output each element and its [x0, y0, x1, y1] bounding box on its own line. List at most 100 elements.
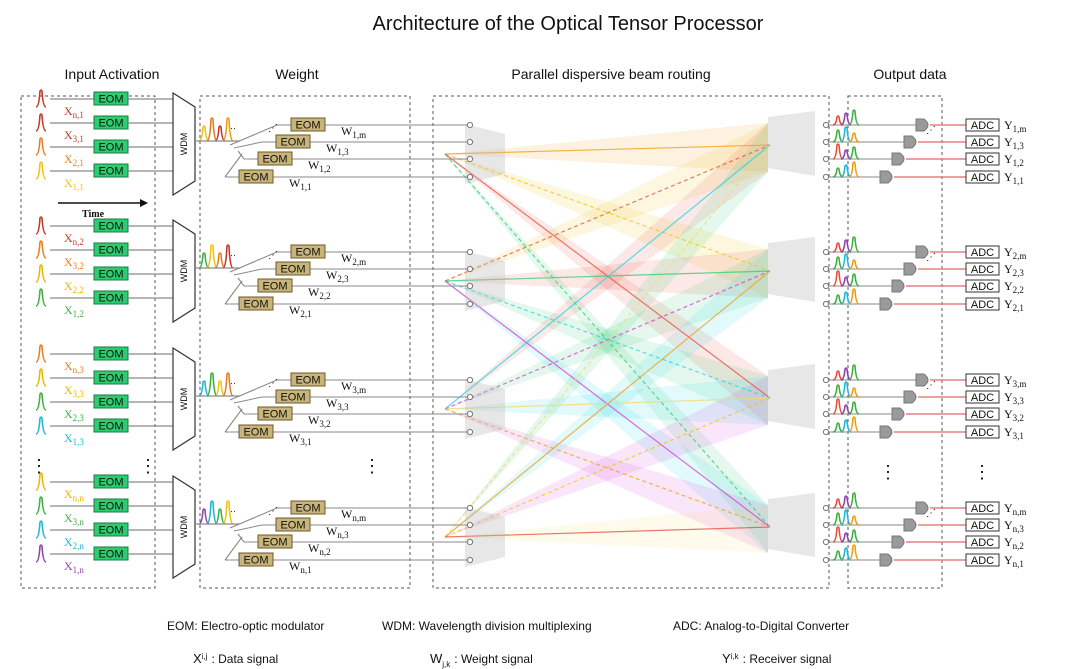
receiver-port — [822, 376, 830, 384]
routing-beam — [445, 376, 768, 537]
adc-label: ADC — [971, 264, 994, 276]
weight-eom-label: EOM — [243, 427, 268, 439]
input-label-subscript: 2,n — [73, 541, 85, 551]
output-pulse-icon — [848, 161, 860, 178]
output-pulse-icon — [832, 526, 844, 543]
weight-label-symbol: W — [341, 251, 353, 265]
coupler-port — [466, 376, 474, 384]
routing-line — [444, 280, 771, 399]
output-pulse-icon — [832, 242, 844, 253]
receiver-port — [822, 538, 830, 546]
weight-eom-box — [257, 151, 293, 166]
multiplexed-pulse-icon — [222, 372, 234, 397]
adc-label: ADC — [971, 537, 994, 549]
legend-wdm: WDM: Wavelength division multiplexing — [382, 619, 592, 633]
output-pulse-icon — [840, 239, 852, 253]
input-label-symbol: X — [64, 535, 73, 549]
output-label: Y2,1 — [1004, 297, 1024, 313]
output-label: Y2,3 — [1004, 262, 1024, 278]
weight-label-subscript: 2,1 — [300, 309, 311, 319]
input-pulse-icon — [35, 416, 47, 435]
multiplexed-pulse-icon — [198, 252, 210, 269]
photodetector-icon — [903, 390, 917, 404]
legend-y-text: : Receiver signal — [743, 652, 832, 666]
output-pulse-icon — [832, 143, 844, 160]
routing-line — [444, 153, 771, 272]
output-pulse-icon — [840, 367, 852, 381]
photodetector-icon — [891, 407, 905, 421]
output-pulse-icon — [848, 401, 860, 415]
coupler-port — [466, 556, 474, 564]
output-label-subscript: 2,2 — [1013, 285, 1024, 295]
output-label-symbol: Y — [1004, 297, 1013, 311]
input-pulse-icon — [35, 344, 47, 363]
input-label: X1,n — [64, 559, 84, 575]
input-pulse-icon — [35, 544, 47, 563]
input-label-symbol: X — [64, 152, 73, 166]
weight-label: W2,m — [341, 251, 366, 267]
wdm-multiplexer — [172, 474, 196, 580]
weight-eom-box — [275, 134, 311, 149]
input-label: X2,n — [64, 535, 84, 551]
adc-label: ADC — [971, 281, 994, 293]
input-ellipsis: ⋮ — [30, 456, 48, 476]
photodetector-icon — [915, 245, 929, 259]
weight-label-subscript: n,m — [352, 513, 366, 523]
receiver-port — [822, 556, 830, 564]
eom-label: EOM — [98, 501, 123, 513]
eom-label: EOM — [98, 269, 123, 281]
weight-eom-label: EOM — [262, 409, 287, 421]
weight-branch-wire — [224, 536, 243, 561]
weight-eom-label: EOM — [262, 281, 287, 293]
beam-expander — [465, 379, 505, 439]
input-pulse-icon — [35, 368, 47, 387]
receiver-port — [822, 300, 830, 308]
eom-label: EOM — [98, 221, 123, 233]
legend-w-symbol: W — [430, 651, 443, 666]
weight-branch-wire — [233, 141, 263, 149]
input-label-subscript: n,2 — [73, 237, 84, 247]
eom-label: EOM — [98, 373, 123, 385]
routing-line — [444, 270, 771, 538]
adc-box — [965, 518, 1000, 532]
input-ellipsis-right: ⋮ — [139, 456, 157, 476]
header-routing: Parallel dispersive beam routing — [511, 66, 710, 82]
pulse-ellipsis: ·· — [230, 123, 236, 133]
weight-label-subscript: 2,m — [352, 257, 366, 267]
photodetector-icon — [915, 501, 929, 515]
output-pulse-icon — [840, 509, 852, 526]
multiplexed-pulse-icon — [206, 117, 218, 142]
adc-label: ADC — [971, 120, 994, 132]
adc-label: ADC — [971, 503, 994, 515]
input-label-subscript: 1,1 — [73, 182, 84, 192]
output-pulse-icon — [848, 544, 860, 561]
coupler-port — [466, 410, 474, 418]
weight-eom-box — [275, 261, 311, 276]
output-label-subscript: n,3 — [1013, 524, 1025, 534]
coupler-port — [466, 428, 474, 436]
weight-label-subscript: 2,3 — [337, 274, 349, 284]
wdm-label: WDM — [179, 388, 189, 411]
legend-eom: EOM: Electro-optic modulator — [167, 619, 324, 633]
output-label: Yn,1 — [1004, 553, 1024, 569]
input-label-subscript: 2,3 — [73, 413, 85, 423]
output-label-symbol: Y — [1004, 535, 1013, 549]
weight-eom-box — [238, 552, 274, 567]
weight-label-symbol: W — [341, 124, 353, 138]
input-pulse-icon — [35, 392, 47, 411]
weight-eom-label: EOM — [280, 392, 305, 404]
weight-eom-label: EOM — [243, 172, 268, 184]
receiver-port — [822, 155, 830, 163]
adc-label: ADC — [971, 427, 994, 439]
weight-branch-wire — [229, 251, 278, 273]
photodetector-icon — [879, 425, 893, 439]
adc-box — [965, 152, 1000, 166]
coupler-port — [466, 538, 474, 546]
multiplexed-pulse-icon — [206, 500, 218, 525]
routing-beam — [445, 281, 768, 553]
receiver-port — [822, 504, 830, 512]
multiplexed-pulse-icon — [214, 380, 226, 397]
routing-beam — [445, 281, 768, 425]
adc-label: ADC — [971, 555, 994, 567]
